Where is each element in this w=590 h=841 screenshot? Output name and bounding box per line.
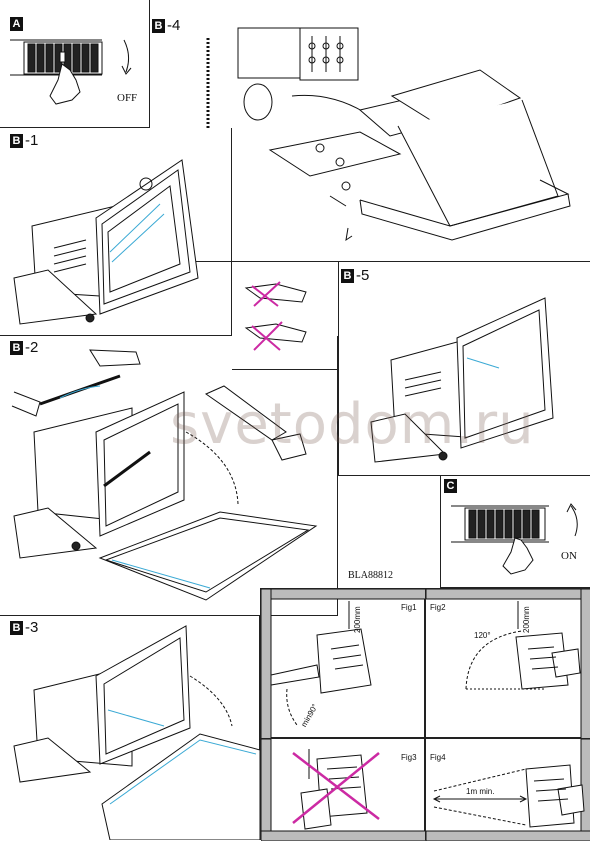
- wiring-exploded-illustration: [206, 27, 571, 242]
- section-b3-label: B -3: [10, 619, 38, 636]
- off-label: OFF: [117, 92, 138, 104]
- breaker-off-illustration: [10, 39, 132, 105]
- model-number: BLA88812: [348, 570, 393, 581]
- section-c-letter: C: [444, 479, 457, 493]
- section-a-panel: A OFF: [0, 0, 150, 128]
- fig4-label: Fig4: [430, 753, 446, 762]
- fig4-panel: Fig4 1m min.: [425, 738, 590, 841]
- fig1-dim: 200mm: [353, 606, 362, 633]
- glass-closing-illustration: [13, 625, 260, 840]
- section-b5-panel: B -5: [338, 262, 590, 476]
- fig1-label: Fig1: [401, 603, 417, 612]
- section-b1-letter: B: [10, 133, 23, 148]
- section-b4-label: B -4: [152, 17, 180, 34]
- section-c-label: C: [444, 479, 459, 493]
- section-b2-panel: B -2: [0, 336, 338, 616]
- section-b5-suffix: -5: [356, 267, 370, 284]
- lamp-replacement-illustration: [11, 349, 318, 601]
- breaker-on-illustration: [451, 503, 578, 575]
- section-b4-suffix: -4: [167, 17, 181, 34]
- section-b2-letter: B: [10, 340, 23, 355]
- watermark-text: svetodom.ru: [170, 392, 535, 457]
- section-b5-letter: B: [341, 268, 354, 283]
- section-a-letter: A: [10, 17, 23, 31]
- section-b4-panel: B -4: [150, 0, 590, 262]
- section-b2-label: B -2: [10, 339, 38, 356]
- fig2-panel: Fig2 200mm 120°: [425, 588, 590, 739]
- section-b1-panel: B -1: [0, 128, 232, 336]
- fig3-illustration: [261, 739, 426, 841]
- fig3-label: Fig3: [401, 753, 417, 762]
- section-c-panel: C ON: [440, 476, 590, 588]
- section-b1-label: B -1: [10, 132, 38, 149]
- section-b1-suffix: -1: [25, 132, 39, 149]
- fig2-illustration: [426, 589, 590, 739]
- floodlight-closed-illustration: [370, 297, 554, 463]
- section-a-label: A: [10, 17, 25, 31]
- do-not-touch-illustration: [244, 281, 307, 351]
- section-b2-suffix: -2: [25, 339, 39, 356]
- section-b3-suffix: -3: [25, 619, 39, 636]
- floodlight-open-illustration: [13, 159, 199, 325]
- fig4-illustration: [426, 739, 590, 841]
- fig4-distance: 1m min.: [466, 787, 495, 796]
- fig2-angle: 120°: [474, 631, 491, 640]
- hands-warning-panel: [232, 262, 338, 370]
- fig1-panel: Fig1 200mm min90°: [260, 588, 426, 739]
- fig2-dim: 200mm: [522, 606, 531, 633]
- section-b3-panel: B -3: [0, 616, 260, 840]
- section-b5-label: B -5: [341, 267, 369, 284]
- section-b3-letter: B: [10, 620, 23, 635]
- fig1-illustration: [261, 589, 426, 739]
- on-label: ON: [561, 550, 577, 562]
- fig2-label: Fig2: [430, 603, 446, 612]
- section-b4-letter: B: [152, 18, 165, 33]
- fig3-panel: Fig3: [260, 738, 426, 841]
